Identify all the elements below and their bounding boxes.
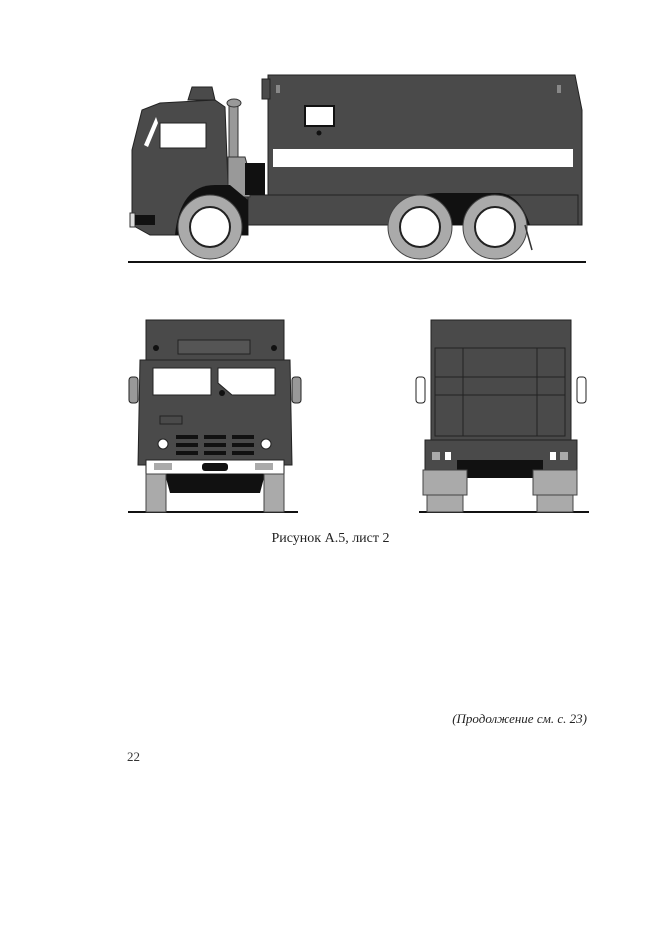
truck-side-view: [128, 74, 586, 263]
wheel-rear-2: [462, 194, 528, 260]
truck-rear-view: [415, 319, 589, 513]
wheel-rear-1: [387, 194, 453, 260]
continuation-note: (Продолжение см. с. 23): [452, 711, 587, 726]
page-number: 22: [127, 749, 140, 764]
wheel-front: [177, 194, 243, 260]
truck-front-view: [128, 319, 302, 513]
figure-caption: Рисунок А.5, лист 2: [271, 531, 390, 546]
